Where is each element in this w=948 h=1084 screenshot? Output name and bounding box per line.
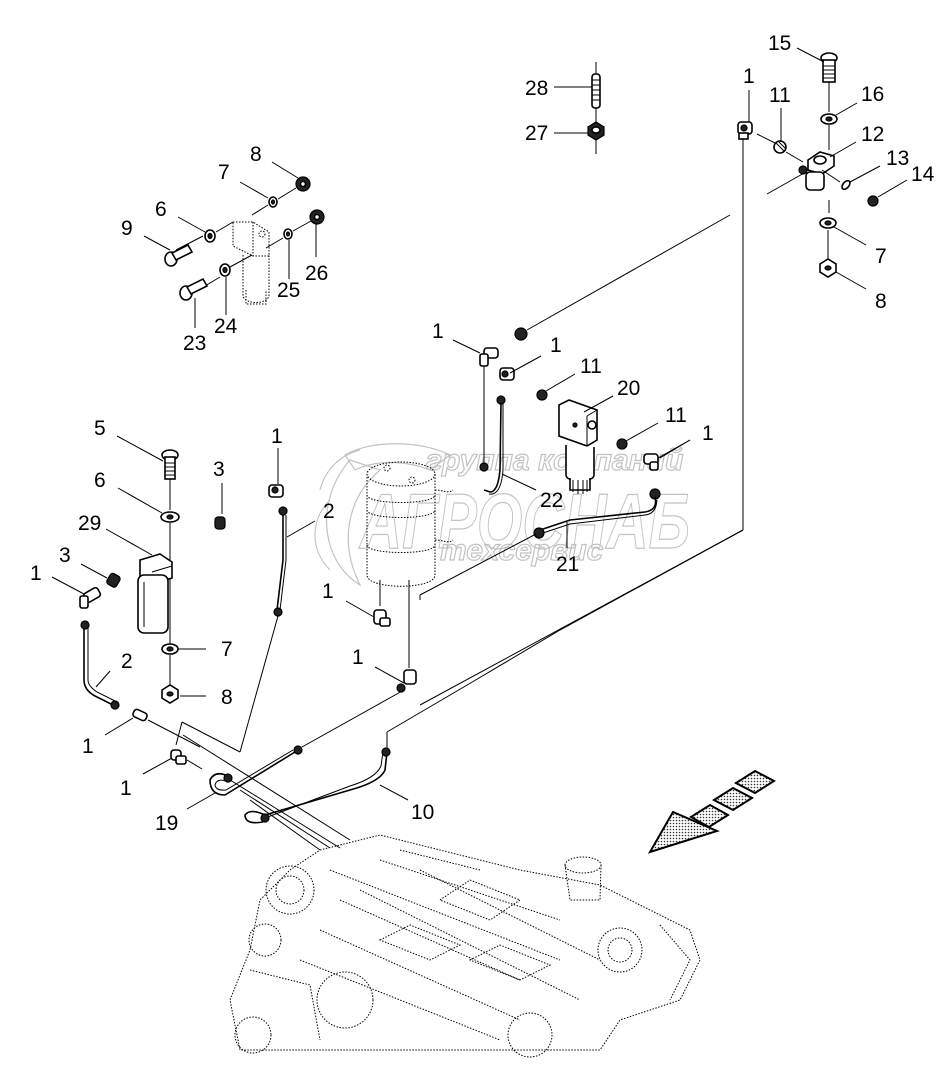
fitting-1 xyxy=(132,708,148,722)
fuel-line-10 xyxy=(244,747,391,824)
callout-15: 15 xyxy=(768,32,791,55)
callout-10: 10 xyxy=(411,801,434,824)
fitting-11 xyxy=(773,140,787,154)
callout-9: 9 xyxy=(121,217,133,240)
callout-1: 1 xyxy=(271,425,283,448)
callout-8: 8 xyxy=(875,290,887,313)
watermark-line2: АГРОСНАБ xyxy=(359,477,690,565)
callout-7: 7 xyxy=(221,638,233,661)
callout-1: 1 xyxy=(322,580,334,603)
plug-14 xyxy=(867,195,879,207)
fuel-line-19 xyxy=(209,745,303,796)
callout-28: 28 xyxy=(525,77,548,100)
callout-1: 1 xyxy=(432,320,444,343)
fuel-line-22 xyxy=(479,395,506,495)
filter-head-assembly xyxy=(419,52,879,706)
callout-11: 11 xyxy=(665,404,687,427)
elbow-fitting-1 xyxy=(79,586,102,609)
plug-3 xyxy=(106,572,121,588)
callout-13: 13 xyxy=(886,147,909,170)
watermark-logo-wreath xyxy=(314,443,452,587)
elbow-fitting-1 xyxy=(479,347,499,367)
callout-1: 1 xyxy=(82,735,94,758)
callout-29: 29 xyxy=(78,512,101,535)
filter-body-dotted xyxy=(232,221,270,305)
callout-22: 22 xyxy=(540,489,563,512)
callout-21: 21 xyxy=(556,553,579,576)
primary-filter-assembly xyxy=(419,214,731,600)
elbow-fitting-1 xyxy=(643,453,659,471)
callout-1: 1 xyxy=(352,646,364,669)
front-direction-arrow xyxy=(647,769,776,854)
callout-12: 12 xyxy=(861,123,884,146)
elbow-fitting-1 xyxy=(268,484,284,498)
fitting-11 xyxy=(514,327,528,341)
filter-housing-dotted xyxy=(366,461,454,587)
callout-3: 3 xyxy=(59,544,71,567)
watermark-line3: техсервис xyxy=(440,534,604,567)
plug-3 xyxy=(214,516,226,530)
fuel-filter-20 xyxy=(558,399,598,494)
nut-8 xyxy=(161,684,179,704)
bolt-9 xyxy=(164,243,194,267)
bolt-15 xyxy=(820,52,838,83)
callout-3: 3 xyxy=(213,458,225,481)
engine-drawing xyxy=(229,834,701,1058)
fitting-11 xyxy=(616,438,628,450)
nut-8 xyxy=(819,258,837,278)
nut-26 xyxy=(309,209,325,225)
callout-6: 6 xyxy=(94,469,106,492)
callout-11: 11 xyxy=(769,84,791,107)
fuel-filter-29 xyxy=(137,553,173,634)
filter-head-12 xyxy=(798,151,835,191)
callout-1: 1 xyxy=(743,65,755,88)
bolt-23 xyxy=(179,277,209,301)
callout-1: 1 xyxy=(550,334,562,357)
callout-27: 27 xyxy=(525,122,548,145)
fuel-filter-29-assembly xyxy=(79,449,226,710)
fuel-line-2 xyxy=(80,620,120,710)
elbow-fitting-1 xyxy=(373,609,391,627)
fuel-line-2b xyxy=(175,484,288,753)
callout-19: 19 xyxy=(155,812,178,835)
stud-28 xyxy=(591,62,601,124)
callout-26: 26 xyxy=(305,262,328,285)
callout-2: 2 xyxy=(121,650,133,673)
callout-25: 25 xyxy=(277,279,300,302)
watermark-line1: группа компаний xyxy=(426,444,683,477)
leader-lines xyxy=(51,47,908,810)
callout-5: 5 xyxy=(94,417,106,440)
fitting-1 xyxy=(499,367,515,381)
callout-1: 1 xyxy=(120,777,132,800)
callout-7: 7 xyxy=(875,245,887,268)
bottom-fuel-lines xyxy=(132,529,744,851)
o-ring-13 xyxy=(841,179,851,191)
callout-24: 24 xyxy=(214,315,238,338)
callout-6: 6 xyxy=(155,198,167,221)
fitting-1 xyxy=(170,749,187,765)
callout-23: 23 xyxy=(183,332,206,355)
bolt-5 xyxy=(161,449,179,480)
callout-1: 1 xyxy=(30,562,42,585)
callout-16: 16 xyxy=(861,83,884,106)
watermark: группа компаний АГРОСНАБ техсервис xyxy=(314,443,691,587)
callout-8: 8 xyxy=(250,143,262,166)
callout-7: 7 xyxy=(218,161,230,184)
callout-labels: 15 28 27 1 11 16 12 13 14 7 8 8 7 6 9 26… xyxy=(30,32,935,835)
fitting-11 xyxy=(536,389,548,401)
callout-8: 8 xyxy=(221,686,233,709)
fuel-line-21 xyxy=(533,488,661,539)
callout-11: 11 xyxy=(580,355,602,378)
secondary-filter-bracket xyxy=(164,176,325,305)
callout-20: 20 xyxy=(617,377,640,400)
callout-14: 14 xyxy=(911,163,935,186)
callout-2: 2 xyxy=(323,500,335,523)
nut-8 xyxy=(295,176,311,192)
callout-1: 1 xyxy=(702,422,714,445)
elbow-fitting-1 xyxy=(737,121,753,140)
nut-27 xyxy=(587,121,605,154)
